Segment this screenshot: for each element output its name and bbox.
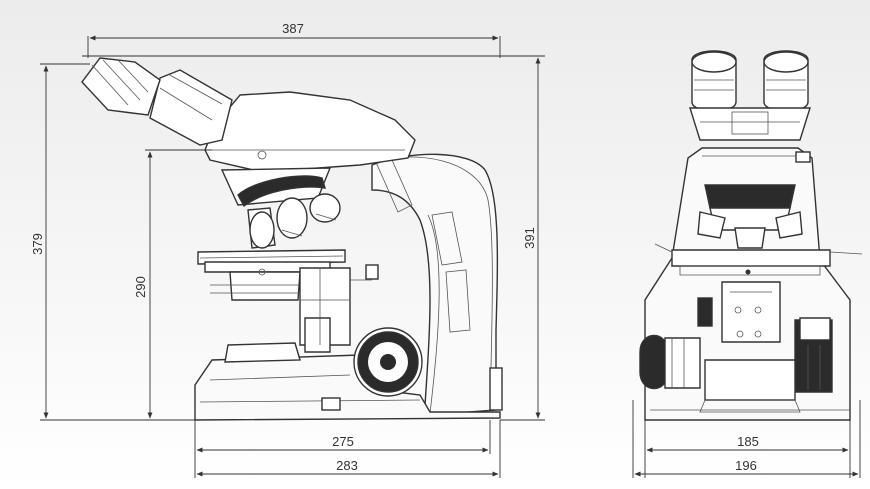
dimension-label-185: 185 [737,434,759,449]
front-focus-knob-right [794,317,833,393]
side-condenser [299,267,351,353]
dimension-label-379: 379 [30,233,45,255]
dimension-label-290: 290 [133,276,148,298]
side-focus-knob [353,327,423,397]
dimension-label-283: 283 [336,458,358,473]
side-eyepiece [81,57,233,146]
front-view [639,50,863,421]
dimension-label-275: 275 [332,434,354,449]
dimension-label-196: 196 [735,458,757,473]
side-base [194,342,503,421]
front-focus-knob-left [639,335,701,389]
dimension-lines [40,35,861,478]
side-nosepiece [220,167,341,249]
side-stage [197,249,379,301]
dimension-label-391: 391 [522,227,537,249]
side-view [81,57,503,421]
side-head [204,91,416,173]
dimension-label-387: 387 [282,21,304,36]
front-eyepieces [689,50,811,141]
